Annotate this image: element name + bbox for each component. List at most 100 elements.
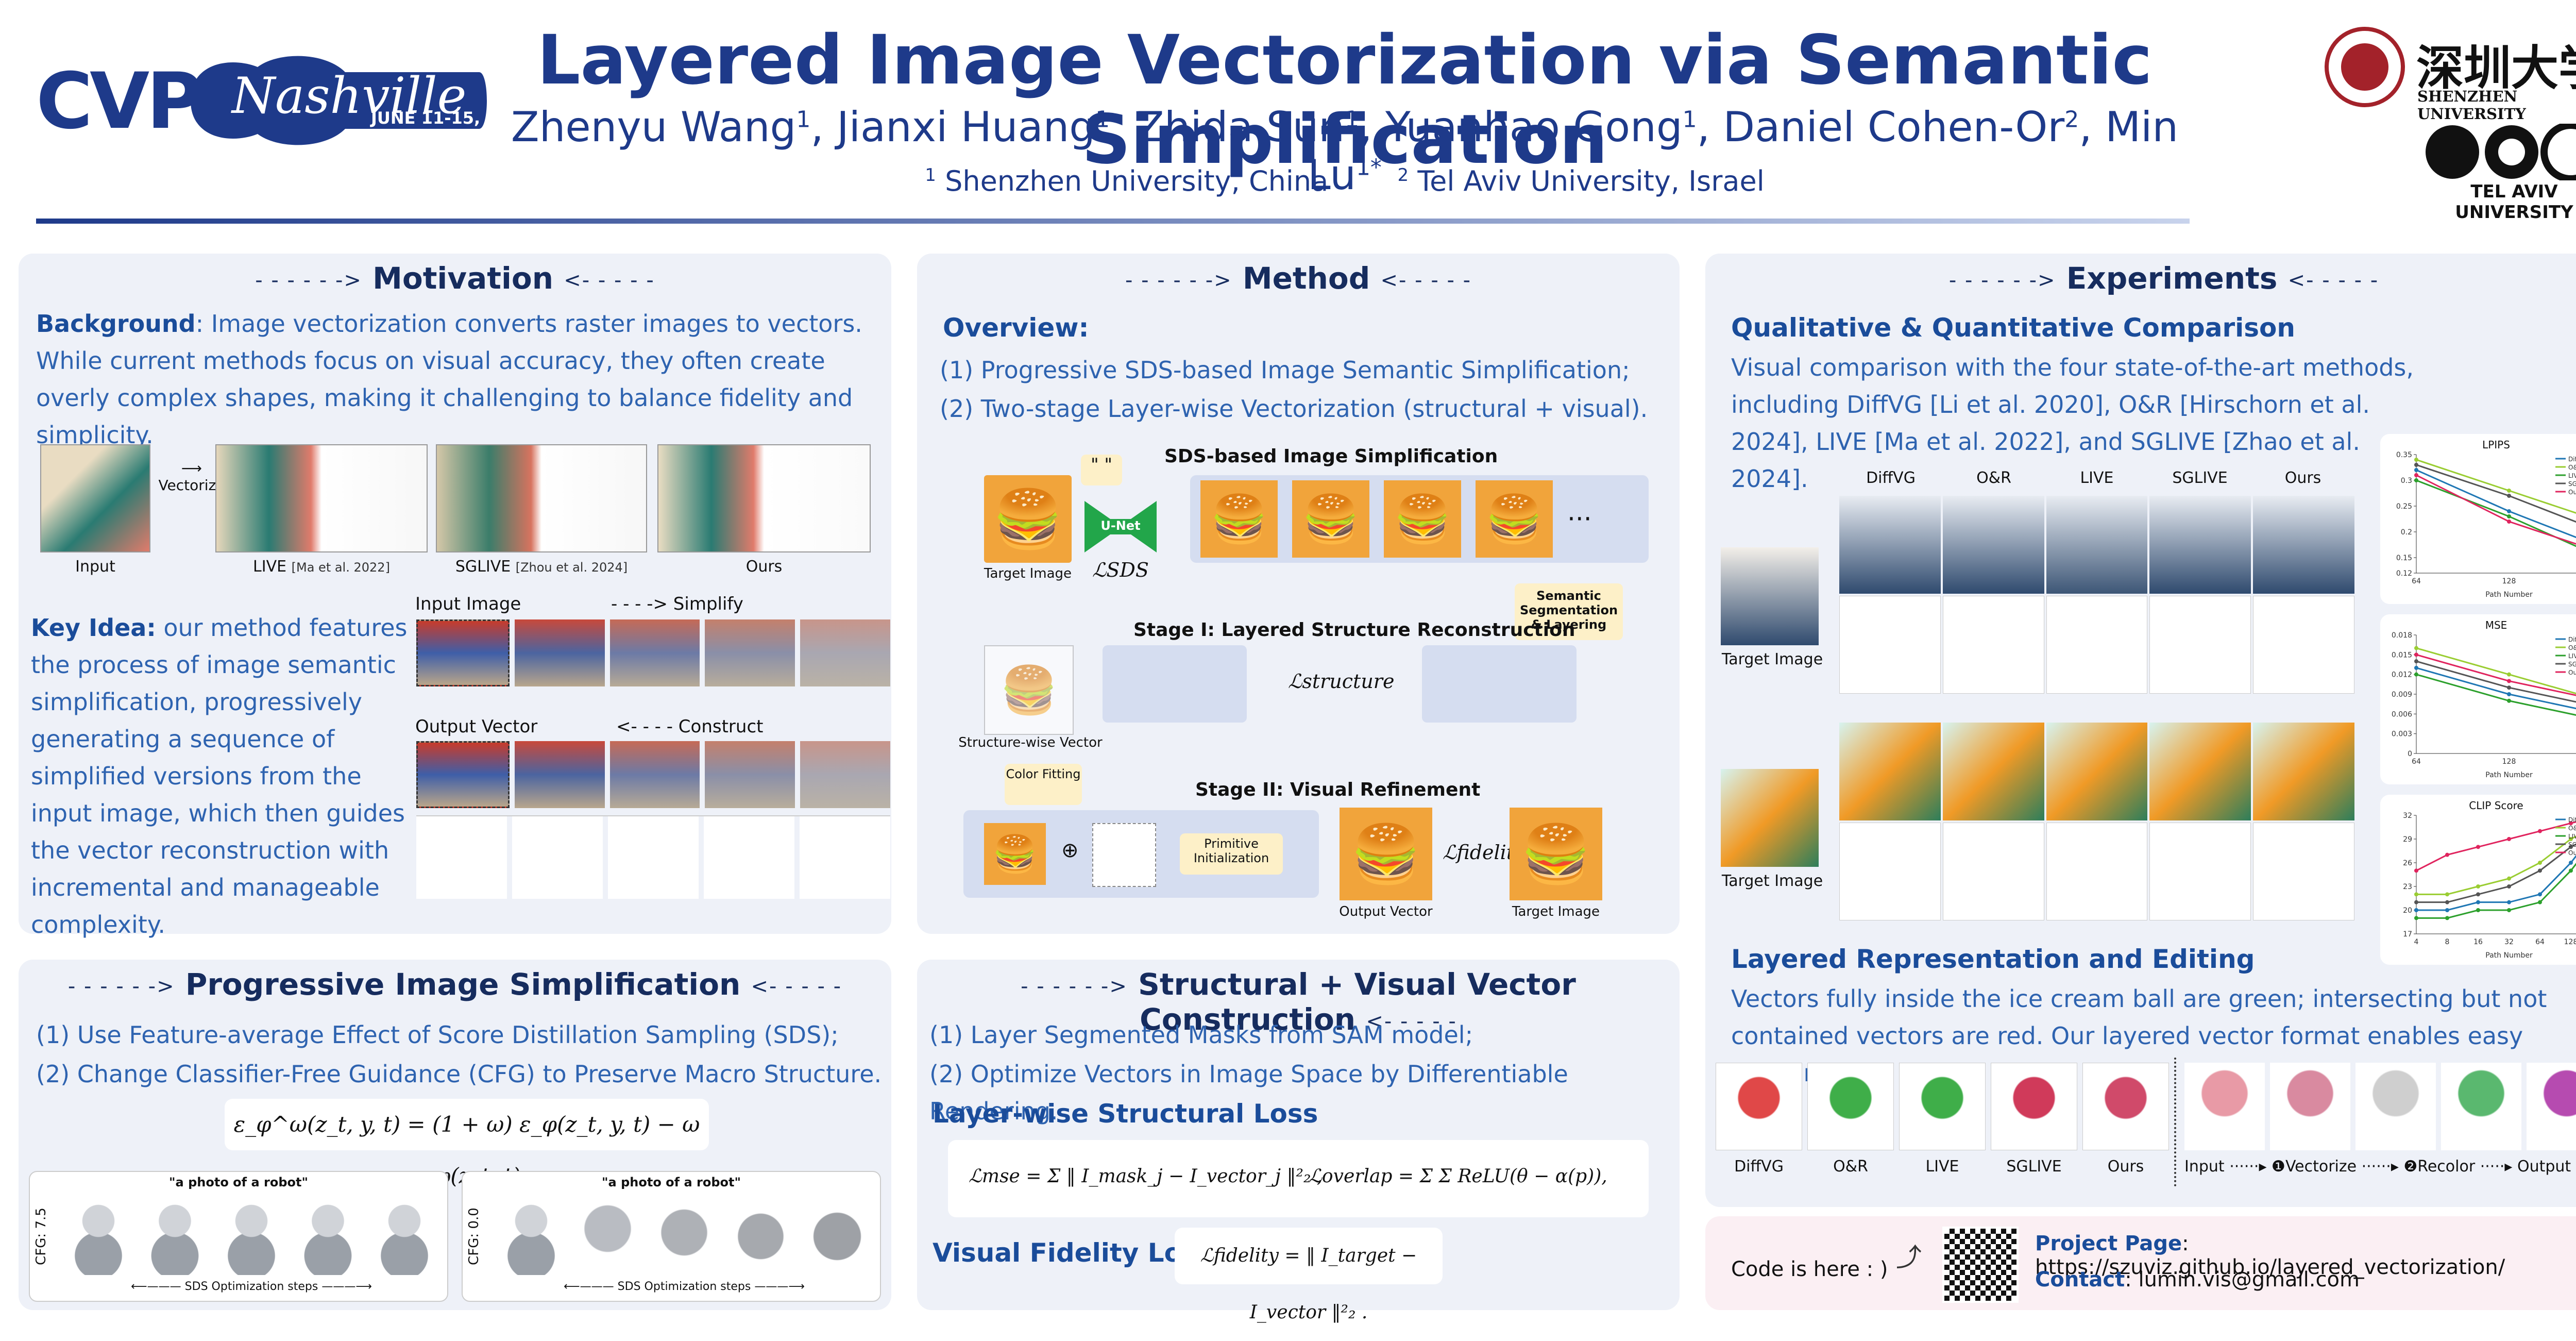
clip-chart-card: CLIP Score32292623201748163264128256Path… [2380,795,2576,965]
output-vector-label: Output Vector [1339,904,1433,919]
prog-line-1: (1) Use Feature-average Effect of Score … [36,1021,839,1049]
edit-flow-labels: Input ······▸ ❶Vectorize ······▸ ❷Recolo… [2184,1158,2571,1176]
data-point [2569,861,2573,865]
data-point [2538,829,2542,833]
construct-title: - - - - - -> Structural + Visual Vector … [1021,967,1576,1037]
legend-label: DiffVg [2568,636,2576,643]
motivation-panel: - - - - - -> Motivation <- - - - - Backg… [19,254,891,938]
x-tick-label: 128 [2502,577,2516,585]
legend-label: Ours [2568,849,2576,857]
cvpr-logo: CVPR Nashville JUNE 11-15, 2025 [36,36,489,165]
conf-logo-text: CVPR [36,57,260,146]
target-image-label-2: Target Image [1512,904,1600,919]
x-tick-label: 64 [2535,938,2545,946]
legend-label: DiffVg [2568,816,2576,824]
data-point [2414,659,2418,664]
x-tick-label: 64 [2412,758,2421,766]
method-headings: DiffVG O&R LIVE SGLIVE Ours [1866,469,2321,487]
data-point [2445,892,2449,897]
output-burger: 🍔 [1340,808,1432,900]
x-tick-label: 4 [2414,938,2419,946]
x-tick-label: 8 [2445,938,2450,946]
legend-label: LIVE [2568,472,2576,479]
overlap-loss: ℒoverlap = Σ Σ ReLU(θ − α(p)), [1309,1166,1607,1187]
sds-sequence: 🍔 🍔 🍔 🍔 ··· [1190,475,1649,563]
data-point [2414,646,2418,650]
data-point [2414,468,2418,472]
header-divider [36,219,2190,224]
author-affiliation-mark: 1 [1682,106,1697,133]
target-tiger-image [1721,769,1819,867]
qr-code [1942,1227,2019,1303]
simplify-label: - - - -> Simplify [611,594,743,614]
author-affiliation-mark: 1 [796,106,811,133]
data-point [2476,892,2480,897]
cfg75-box: "a photo of a robot" CFG: 7.5 ⟵——— SDS O… [29,1171,448,1302]
construct-sequence [416,741,890,808]
cfg75-prompt: "a photo of a robot" [169,1175,308,1189]
data-point [2569,821,2573,826]
construct-line-2: (2) Optimize Vectors in Image Space by D… [929,1060,1568,1125]
data-point [2414,892,2418,897]
data-point [2445,908,2449,912]
input-flamingo-image [40,444,150,552]
data-point [2476,845,2480,849]
series-line-live [2416,863,2576,919]
contact[interactable]: Contact: lumin.vis@gmail.com [2035,1268,2360,1292]
author-affiliation-mark: 1* [1355,154,1382,181]
construct-line-1: (1) Layer Segmented Masks from SAM model… [929,1021,1473,1049]
data-point [2414,916,2418,920]
data-point [2507,908,2511,912]
icecream-edit [2184,1063,2576,1150]
burger-target: 🍔 [984,475,1072,563]
legend-label: O&R [2568,464,2576,471]
data-point [2414,672,2418,677]
cfg75-steps: ⟵——— SDS Optimization steps ———⟶ [131,1280,372,1293]
y-tick-label: 0.35 [2396,451,2412,459]
unet-block: U-Net [1084,496,1157,558]
data-point [2538,892,2542,897]
mse-chart: MSE0.0180.0150.0120.0090.0060.0030641282… [2392,619,2576,779]
data-point [2414,473,2418,477]
prog-panel: - - - - - -> Progressive Image Simplific… [19,960,891,1310]
method-panel: - - - - - -> Method <- - - - - Overview:… [917,254,1680,934]
icecream-method-labels: DiffVG O&R LIVE SGLIVE Ours [1734,1158,2144,1176]
tau-en-name: TEL AVIV UNIVERSITY [2455,181,2573,223]
data-point [2507,679,2511,683]
data-point [2507,692,2511,696]
target-man-image [1721,547,1819,645]
sglive-result-image [436,444,647,552]
data-point [2538,868,2542,873]
structure-vector-image: 🍔 [984,645,1074,735]
overview-line-2: (2) Two-stage Layer-wise Vectorization (… [940,395,1648,423]
data-point [2445,900,2449,904]
x-tick-label: 128 [2564,938,2576,946]
legend-label: SGLIVE [2568,841,2576,848]
series-line-ours [2416,653,2576,696]
experiments-panel: - - - - - -> Experiments <- - - - - Qual… [1705,254,2576,1207]
edit-divider [2174,1058,2176,1186]
data-point [2538,861,2542,865]
legend-label: Ours [2568,669,2576,676]
clip-chart: CLIP Score32292623201748163264128256Path… [2403,799,2576,960]
mse-chart-card: MSE0.0180.0150.0120.0090.0060.0030641282… [2380,614,2576,784]
caption-input: Input [75,558,115,576]
cfg0-prompt: "a photo of a robot" [602,1175,741,1189]
y-tick-label: 0.2 [2401,528,2412,537]
data-point [2507,509,2511,513]
data-point [2414,458,2418,462]
cfg0-steps: ⟵——— SDS Optimization steps ———⟶ [564,1280,805,1293]
author-name: Daniel Cohen-Or [1723,103,2065,151]
author-name: Jianxi Huang [837,103,1096,151]
motivation-title: - - - - - -> Motivation <- - - - - [255,261,655,296]
target-burger: 🍔 [1510,808,1602,900]
chart-title: LPIPS [2482,439,2510,451]
chart-title: MSE [2485,619,2507,631]
y-tick-label: 23 [2403,883,2412,891]
y-tick-label: 0.3 [2401,477,2412,485]
code-label: Code is here : ) [1731,1258,1888,1281]
output-vector-label: Output Vector [415,716,538,737]
project-page[interactable]: Project Page: https://szuviz.github.io/l… [2035,1232,2505,1279]
legend-label: LIVE [2568,833,2576,840]
caption-sglive: SGLIVE [Zhou et al. 2024] [455,558,628,576]
